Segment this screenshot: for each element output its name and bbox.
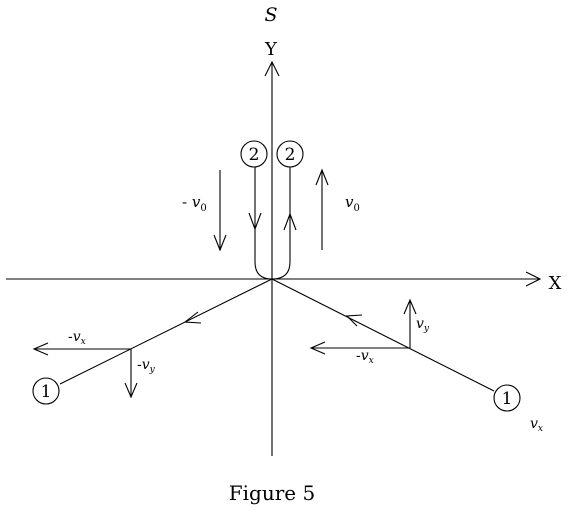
- x-axis-arrowhead: [525, 271, 542, 287]
- minus-v0-label: - v0: [182, 193, 207, 214]
- right-vy-arrowhead: [403, 298, 417, 315]
- particle-2-left: 2: [240, 140, 268, 168]
- y-axis-label: Y: [264, 39, 278, 60]
- particle-2-left-label: 2: [249, 145, 260, 165]
- particle-1-left-trajectory: [59, 278, 273, 385]
- particle-2-right-label: 2: [285, 145, 296, 165]
- v0-arrowhead: [315, 168, 329, 186]
- left-minus-vx-label: -vx: [68, 329, 86, 347]
- left-minus-vx-arrowhead: [32, 342, 49, 356]
- particle-1-left: 1: [32, 377, 60, 405]
- particle-1-left-label: 1: [41, 382, 52, 402]
- left-minus-vy-arrowhead: [124, 382, 138, 399]
- right-minus-vx-label: -vx: [356, 348, 374, 366]
- particle-2-right: 2: [276, 140, 304, 168]
- minus-v0-arrowhead: [213, 234, 227, 252]
- particle-1-right-label: 1: [502, 389, 513, 409]
- left-minus-vy-label: -vy: [137, 357, 156, 375]
- particle-1-right: 1: [493, 384, 521, 412]
- frame-label: S: [264, 4, 277, 26]
- particle-2-incoming-arrowhead: [248, 212, 262, 231]
- v0-label: v0: [345, 193, 360, 214]
- right-minus-vx-arrowhead: [309, 341, 326, 355]
- particle-1-left-trajectory-arrowhead: [183, 311, 202, 324]
- particle-2-outgoing-arrowhead: [283, 212, 297, 231]
- y-axis-arrowhead: [264, 60, 280, 77]
- particle-1-right-trajectory-arrowhead: [345, 314, 363, 327]
- corner-vx-label: vx: [530, 416, 543, 434]
- x-axis-label: X: [549, 273, 562, 294]
- figure-caption: Figure 5: [229, 481, 315, 505]
- right-vy-label: vy: [416, 316, 430, 334]
- particle-1-right-trajectory: [271, 278, 495, 392]
